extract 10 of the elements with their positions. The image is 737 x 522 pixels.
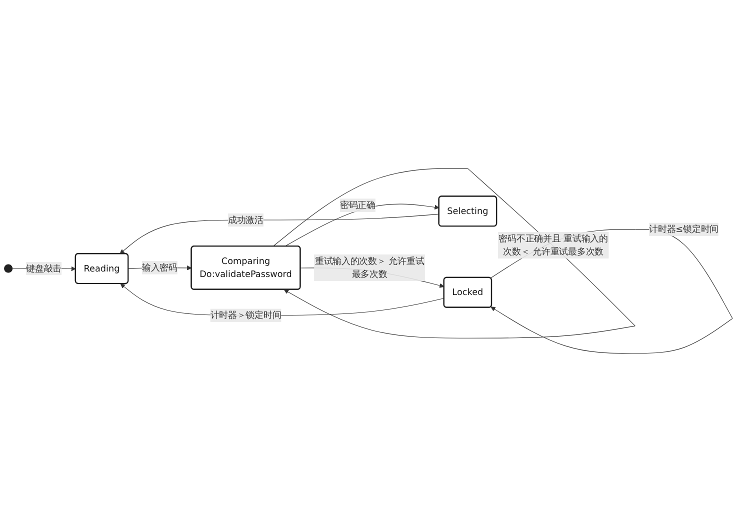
arrow [272, 168, 636, 338]
edge-label: 计时器＞锁定时间 [210, 310, 282, 320]
edge-label: 输入密码 [142, 262, 178, 273]
edge-label: 密码正确 [340, 200, 376, 210]
edge-label: 成功激活 [228, 214, 264, 226]
edge-label: 键盘敲击 [26, 263, 62, 274]
edge-label: 重试输入的次数＞ 允许重试最多次数 [314, 256, 424, 280]
edge-label: 密码不正确并且 重试输入的次数＜ 允许重试最多次数 [498, 233, 608, 257]
arrow [120, 214, 440, 254]
edge-label: 计时器≤锁定时间 [649, 224, 719, 235]
